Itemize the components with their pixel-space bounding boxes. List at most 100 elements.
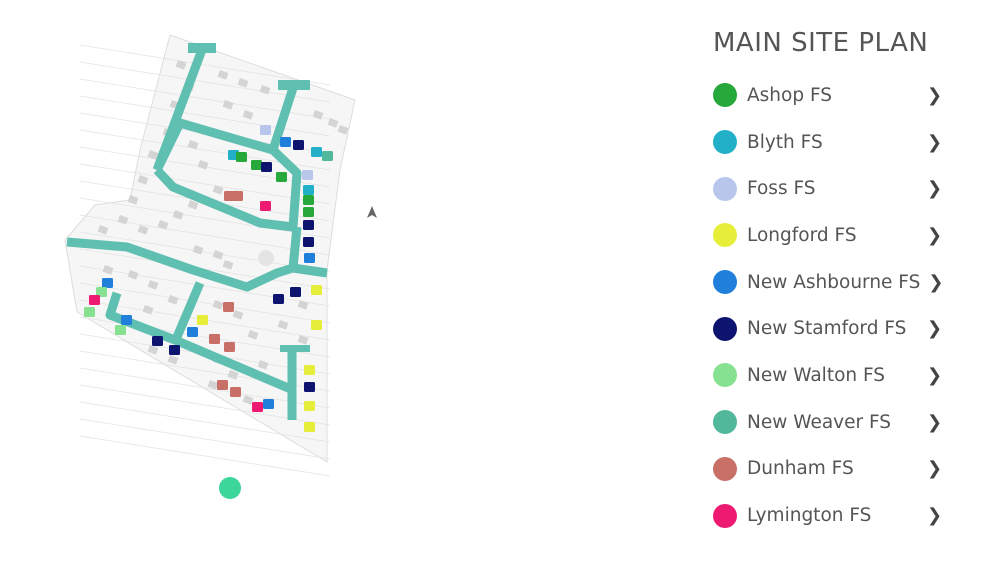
- road: [268, 86, 298, 152]
- legend-item-lymington-fs[interactable]: Lymington FS ❯: [713, 492, 943, 539]
- chevron-right-icon[interactable]: ❯: [927, 411, 943, 433]
- house: [247, 330, 259, 340]
- plot-blyth-fs[interactable]: [311, 147, 322, 157]
- legend-item-new-weaver-fs[interactable]: New Weaver FS ❯: [713, 399, 943, 446]
- chevron-right-icon[interactable]: ❯: [928, 271, 944, 293]
- house: [167, 355, 179, 365]
- plot-new-ashbourne-fs[interactable]: [102, 278, 113, 288]
- house: [237, 77, 249, 88]
- chevron-right-icon[interactable]: ❯: [927, 224, 943, 246]
- plot-longford-fs[interactable]: [311, 285, 322, 295]
- plot-new-stamford-fs[interactable]: [261, 162, 272, 172]
- plot-longford-fs[interactable]: [304, 365, 315, 375]
- plot-new-ashbourne-fs[interactable]: [304, 253, 315, 263]
- color-swatch-icon: [713, 83, 737, 108]
- house: [197, 159, 209, 170]
- plot-lymington-fs[interactable]: [260, 201, 271, 211]
- legend-item-new-ashbourne-fs[interactable]: New Ashbourne FS ❯: [713, 259, 943, 306]
- house: [327, 118, 339, 128]
- legend-item-label: New Stamford FS: [747, 318, 907, 340]
- plot-dunham-fs[interactable]: [217, 380, 228, 390]
- legend-item-label: Lymington FS: [747, 505, 872, 527]
- house: [127, 195, 139, 205]
- plot-dunham-fs[interactable]: [209, 334, 220, 344]
- chevron-right-icon[interactable]: ❯: [927, 84, 943, 106]
- legend-item-longford-fs[interactable]: Longford FS ❯: [713, 212, 943, 259]
- plot-longford-fs[interactable]: [304, 422, 315, 432]
- plot-new-ashbourne-fs[interactable]: [263, 399, 274, 409]
- plot-new-stamford-fs[interactable]: [293, 140, 304, 150]
- plot-dunham-fs[interactable]: [224, 342, 235, 352]
- legend-item-blyth-fs[interactable]: Blyth FS ❯: [713, 119, 943, 166]
- color-swatch-icon: [713, 410, 737, 435]
- house: [212, 185, 224, 195]
- plot-new-stamford-fs[interactable]: [303, 237, 314, 247]
- legend-item-label: Foss FS: [747, 178, 816, 200]
- house: [142, 305, 154, 315]
- house: [187, 140, 199, 150]
- plot-blyth-fs[interactable]: [303, 185, 314, 195]
- house: [157, 220, 169, 230]
- chevron-right-icon[interactable]: ❯: [927, 505, 943, 527]
- road: [152, 118, 302, 232]
- plot-ashop-fs[interactable]: [303, 195, 314, 205]
- legend-item-dunham-fs[interactable]: Dunham FS ❯: [713, 446, 943, 493]
- house: [147, 345, 159, 355]
- plot-new-stamford-fs[interactable]: [290, 287, 301, 297]
- plot-new-ashbourne-fs[interactable]: [280, 137, 291, 147]
- plot-lymington-fs[interactable]: [89, 295, 100, 305]
- legend-item-label: New Ashbourne FS: [747, 271, 921, 293]
- plot-line: [79, 418, 331, 460]
- legend-item-new-stamford-fs[interactable]: New Stamford FS ❯: [713, 305, 943, 352]
- house: [212, 300, 224, 310]
- legend-item-foss-fs[interactable]: Foss FS ❯: [713, 165, 943, 212]
- chevron-right-icon[interactable]: ❯: [927, 364, 943, 386]
- plot-new-weaver-fs[interactable]: [322, 151, 333, 161]
- chevron-right-icon[interactable]: ❯: [927, 458, 943, 480]
- houses: [97, 59, 349, 405]
- plot-new-stamford-fs[interactable]: [152, 336, 163, 346]
- plot-ashop-fs[interactable]: [276, 172, 287, 182]
- house: [175, 59, 187, 70]
- road: [288, 226, 302, 269]
- plot-dunham-fs[interactable]: [232, 191, 243, 201]
- plot-new-ashbourne-fs[interactable]: [121, 315, 132, 325]
- plot-foss-fs[interactable]: [302, 170, 313, 180]
- chevron-right-icon[interactable]: ❯: [927, 131, 943, 153]
- legend-item-label: Ashop FS: [747, 84, 833, 106]
- plot-dunham-fs[interactable]: [223, 302, 234, 312]
- house: [117, 214, 129, 225]
- plot-new-walton-fs[interactable]: [115, 325, 126, 335]
- plot-new-walton-fs[interactable]: [96, 287, 107, 297]
- road: [172, 281, 205, 339]
- plot-new-stamford-fs[interactable]: [304, 382, 315, 392]
- house: [212, 250, 224, 260]
- plot-longford-fs[interactable]: [197, 315, 208, 325]
- plot-lymington-fs[interactable]: [252, 402, 263, 412]
- plot-new-stamford-fs[interactable]: [169, 345, 180, 355]
- house: [147, 150, 159, 160]
- site-plan-map[interactable]: [0, 0, 660, 572]
- plot-new-stamford-fs[interactable]: [303, 220, 314, 230]
- plot-line: [79, 248, 331, 290]
- plot-new-stamford-fs[interactable]: [273, 294, 284, 304]
- road: [105, 291, 295, 395]
- legend-item-label: New Weaver FS: [747, 411, 892, 433]
- plot-longford-fs[interactable]: [311, 320, 322, 330]
- plot-ashop-fs[interactable]: [236, 152, 247, 162]
- plot-ashop-fs[interactable]: [303, 207, 314, 217]
- location-marker[interactable]: [219, 477, 241, 499]
- house: [242, 110, 254, 120]
- plot-new-walton-fs[interactable]: [84, 307, 95, 317]
- plot-foss-fs[interactable]: [260, 125, 271, 135]
- chevron-right-icon[interactable]: ❯: [927, 318, 943, 340]
- plot-ashop-fs[interactable]: [251, 160, 262, 170]
- chevron-right-icon[interactable]: ❯: [927, 178, 943, 200]
- plot-line: [79, 401, 331, 443]
- plot-new-ashbourne-fs[interactable]: [187, 327, 198, 337]
- legend-item-ashop-fs[interactable]: Ashop FS ❯: [713, 72, 943, 119]
- legend-item-new-walton-fs[interactable]: New Walton FS ❯: [713, 352, 943, 399]
- house: [257, 360, 269, 370]
- plot-longford-fs[interactable]: [304, 401, 315, 411]
- plot-dunham-fs[interactable]: [230, 387, 241, 397]
